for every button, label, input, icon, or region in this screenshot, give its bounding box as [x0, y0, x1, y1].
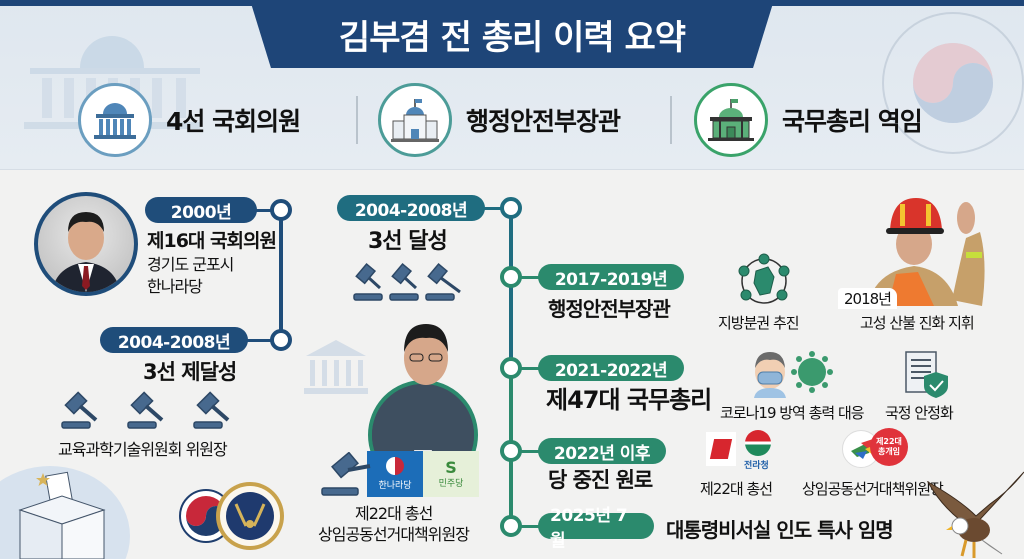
party-logo-circle-icon: [745, 430, 771, 456]
decentralization-network-icon: [738, 253, 790, 304]
date-badge-2017-2019: 2017-2019년: [538, 264, 684, 290]
milestone-title: 3선 달성: [368, 229, 448, 254]
watermark-government-seal-icon: [882, 12, 1024, 154]
date-badge-2021-2022: 2021-2022년: [538, 355, 684, 381]
government-building-icon: [378, 83, 452, 157]
timeline-dot: [500, 440, 522, 462]
item-caption: 국정 안정화: [885, 404, 954, 422]
timeline-line: [509, 218, 513, 358]
milestone-detail: 한나라당: [147, 277, 203, 296]
party-logo-text: 전라청: [744, 461, 769, 471]
document-shield-icon: [905, 351, 948, 398]
gavel-icon: [353, 262, 461, 301]
ballot-box-icon: [18, 471, 106, 559]
milestone-caption: 교육과학기술위원회 위원장: [58, 440, 228, 459]
party-logo-label: 한나라당: [378, 481, 412, 491]
item-caption: 코로나19 방역 총력 대응: [720, 404, 865, 422]
milestone-title: 제16대 국회의원: [147, 230, 277, 252]
role-assembly: 4선 국회의원: [78, 82, 301, 158]
gavel-icon: [61, 391, 230, 429]
date-badge-2025-july: 2025년 7월: [538, 506, 654, 551]
party-logos: 한나라당 S 민주당: [367, 451, 479, 497]
prime-minister-office-icon: [694, 83, 768, 157]
milestone-detail: 경기도 군포시: [147, 255, 234, 274]
timeline-line: [279, 220, 283, 334]
taegeuk-icon: [386, 457, 404, 475]
party-logo-minju: S 민주당: [423, 451, 479, 497]
item-caption: 상임공동선거대책위원장: [802, 480, 944, 498]
year-tag: 2018년: [838, 288, 897, 309]
timeline-dot: [500, 266, 522, 288]
election-badge: 제22대 총개임: [870, 428, 908, 466]
red-diamond-icon: [709, 439, 733, 459]
connector: [520, 367, 540, 370]
milestone-title: 대통령비서실 인도 특사 임명: [666, 518, 894, 542]
connector: [520, 525, 540, 528]
young-portrait-photo: [34, 192, 138, 296]
role-label: 국무총리 역임: [782, 107, 923, 136]
role-label: 행정안전부장관: [466, 107, 621, 136]
role-interior-minister: 행정안전부장관: [378, 82, 621, 158]
firefighter-photo: [848, 182, 998, 306]
page-title: 김부겸 전 총리 이력 요약: [338, 17, 686, 58]
party-logo-label: 민주당: [438, 478, 464, 489]
party-s-icon: S: [445, 457, 457, 477]
timeline-dot: [500, 357, 522, 379]
national-assembly-icon: [78, 83, 152, 157]
milestone-title: 행정안전부장관: [548, 297, 671, 321]
government-emblem-icon: [179, 482, 284, 550]
pm-head-photo: [404, 324, 448, 385]
timeline-dot: [270, 199, 292, 221]
year-label: 2018년: [844, 290, 892, 308]
photo-caption: 상임공동선거대책위원장: [318, 525, 470, 544]
connector: [520, 276, 540, 279]
party-logo-hannara: 한나라당: [367, 451, 423, 497]
milestone-title: 3선 제달성: [143, 360, 237, 384]
date-badge-2004-2008-center: 2004-2008년: [337, 195, 485, 221]
role-label: 4선 국회의원: [166, 107, 301, 136]
item-caption: 지방분권 추진: [718, 314, 800, 332]
divider: [670, 96, 672, 144]
photo-caption: 제22대 총선: [355, 504, 433, 523]
faint-building-icon: [304, 340, 368, 394]
connector: [247, 339, 272, 342]
item-caption: 고성 산불 진화 지휘: [860, 314, 975, 332]
milestone-title: 당 중진 원로: [548, 468, 653, 492]
connector: [256, 209, 272, 212]
eagle-icon: [926, 471, 1024, 558]
date-badge-2004-2008: 2004-2008년: [100, 327, 248, 353]
role-prime-minister: 국무총리 역임: [694, 82, 923, 158]
title-banner: 김부겸 전 총리 이력 요약: [250, 0, 774, 68]
divider: [356, 96, 358, 144]
connector: [484, 207, 502, 210]
mask-virus-icon: [754, 351, 833, 398]
timeline-dot: [500, 197, 522, 219]
item-caption: 제22대 총선: [700, 480, 773, 498]
milestone-title: 제47대 국무총리: [546, 386, 712, 414]
timeline-dot: [270, 329, 292, 351]
connector: [520, 450, 540, 453]
timeline-dot: [500, 515, 522, 537]
party-logo-red: [706, 432, 736, 466]
gavel-icon: [321, 452, 371, 496]
date-badge-2022-after: 2022년 이후: [538, 438, 666, 464]
date-badge-2000: 2000년: [145, 197, 257, 223]
